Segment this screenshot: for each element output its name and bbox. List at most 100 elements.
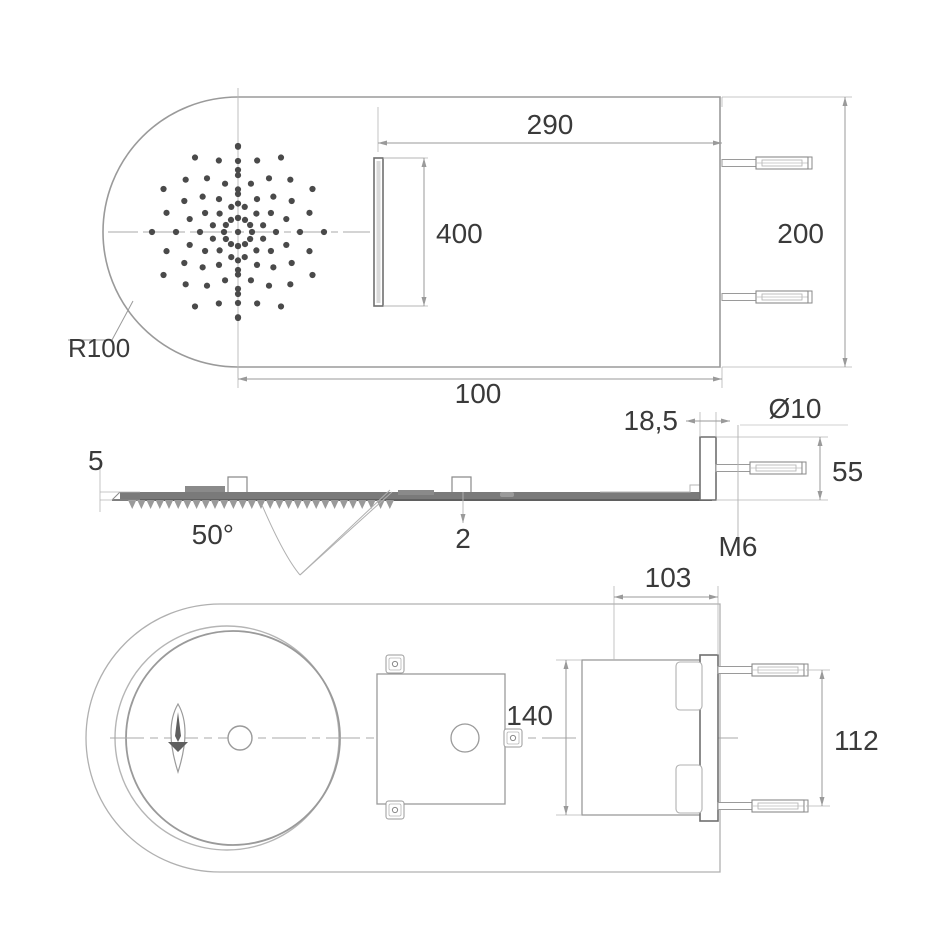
- boss-left: [185, 486, 225, 492]
- jet-nozzle-dot: [209, 222, 216, 229]
- jet-tooth: [128, 500, 137, 509]
- orientation-marker-icon: [168, 702, 188, 774]
- center-outlet-block: [373, 157, 425, 307]
- inlet-hole: [227, 725, 253, 751]
- jet-nozzle-dot: [181, 259, 188, 267]
- jet-nozzle-dot: [215, 300, 222, 307]
- jet-nozzle-dot: [227, 241, 235, 248]
- top-fitting-left: [227, 476, 248, 492]
- dim-18-5: [686, 412, 730, 437]
- jet-nozzle-dot: [296, 228, 304, 236]
- mounting-stud-top: [721, 156, 813, 170]
- jet-nozzle-dot: [309, 185, 316, 193]
- jet-nozzle-dot: [253, 247, 260, 254]
- dim-290: [377, 97, 723, 152]
- jet-nozzle-dot: [253, 261, 261, 269]
- dim-55: [716, 436, 828, 501]
- jet-tooth: [367, 500, 376, 509]
- wall-bracket: [699, 436, 717, 501]
- jet-tooth: [210, 500, 220, 509]
- jet-nozzle-dot: [247, 277, 255, 284]
- mount-slot-top: [675, 661, 703, 711]
- jet-nozzle-dot: [234, 228, 242, 236]
- dim-r100-label: R100: [68, 333, 130, 363]
- jet-tooth: [164, 500, 174, 509]
- jet-nozzle-dot: [283, 215, 290, 223]
- jet-nozzle-dot: [260, 222, 267, 229]
- jet-nozzle-dot: [227, 216, 235, 223]
- jet-nozzle-dot: [182, 281, 189, 288]
- jet-nozzle-dot: [234, 266, 242, 274]
- jet-nozzle-dot: [234, 271, 242, 278]
- jet-nozzle-dot: [196, 228, 204, 236]
- jet-nozzle-dot: [320, 228, 328, 236]
- jet-nozzle-dot: [163, 209, 170, 216]
- jet-nozzle-dot: [241, 241, 249, 248]
- jet-tooth: [238, 500, 247, 509]
- jet-nozzle-dot: [216, 210, 223, 217]
- dim-d10-label: Ø10: [769, 393, 822, 424]
- jet-nozzle-dot: [253, 210, 260, 217]
- jet-tooth: [376, 500, 385, 509]
- jet-nozzle-dot: [199, 264, 206, 271]
- jet-nozzle-dot: [234, 299, 242, 307]
- jet-tooth: [302, 500, 312, 509]
- jet-nozzle-dot: [191, 154, 199, 161]
- jet-tooth: [293, 500, 302, 509]
- dim-m6-label: M6: [719, 531, 758, 562]
- dim-200: [722, 96, 852, 368]
- bottom-view: 103 140 112: [85, 562, 879, 873]
- jet-nozzle-dot: [215, 157, 222, 164]
- body-outline: [85, 603, 721, 873]
- jet-tooth: [321, 500, 330, 509]
- jet-tooth: [146, 500, 155, 509]
- dim-290-label: 290: [527, 109, 574, 140]
- jet-nozzle-dot: [265, 282, 273, 289]
- jet-nozzle-dot: [234, 186, 242, 193]
- jet-nozzle-dot: [186, 241, 193, 249]
- jet-tooth: [348, 500, 358, 509]
- jet-nozzle-dot: [201, 209, 209, 217]
- jet-nozzle-dot: [234, 157, 242, 165]
- jet-tooth: [330, 500, 339, 509]
- jet-nozzle-dot: [209, 235, 216, 242]
- dim-103: [613, 586, 719, 660]
- jet-nozzle-dot: [260, 235, 267, 242]
- jet-nozzle-dot: [241, 254, 248, 261]
- jet-nozzle-dot: [265, 175, 273, 182]
- bracket-stud: [715, 461, 807, 475]
- dim-200-label: 200: [777, 218, 824, 249]
- dim-18-5-label: 18,5: [624, 405, 679, 436]
- jet-nozzle-dot: [160, 271, 167, 279]
- rear-stud-top: [717, 663, 809, 677]
- jet-tooth: [284, 500, 293, 509]
- jet-nozzle-dot: [182, 176, 189, 183]
- dim-5-label: 5: [88, 445, 104, 476]
- top-view: R100 290 400 100: [68, 88, 852, 409]
- side-section-view: 5 50° 2 18,5: [88, 393, 863, 576]
- jet-tooth: [256, 500, 266, 509]
- jet-tooth: [266, 500, 275, 509]
- jet-nozzle-dot: [254, 300, 261, 307]
- jet-nozzle-dot: [220, 228, 228, 236]
- boss-mid: [398, 490, 434, 495]
- jet-nozzle-dot: [287, 176, 294, 183]
- jet-tooth: [220, 500, 229, 509]
- rear-mount-body: [581, 654, 719, 822]
- plate-body-section: [120, 492, 700, 500]
- jet-nozzle-dot: [241, 216, 249, 223]
- boss-right: [500, 492, 514, 497]
- jet-nozzle-dot: [254, 157, 261, 164]
- jet-teeth-row: [128, 500, 394, 509]
- jet-nozzle-dot: [234, 166, 242, 174]
- jet-nozzle-dot: [272, 228, 280, 236]
- jet-nozzle-dot: [288, 197, 295, 205]
- dim-400-label: 100: [455, 378, 502, 409]
- jet-tooth: [275, 500, 284, 509]
- jet-nozzle-dot: [287, 281, 294, 288]
- jet-nozzle-dot: [234, 200, 242, 207]
- jet-nozzle-dot: [228, 203, 235, 210]
- jet-nozzle-dot: [216, 247, 223, 254]
- jet-nozzle-dot: [234, 243, 242, 250]
